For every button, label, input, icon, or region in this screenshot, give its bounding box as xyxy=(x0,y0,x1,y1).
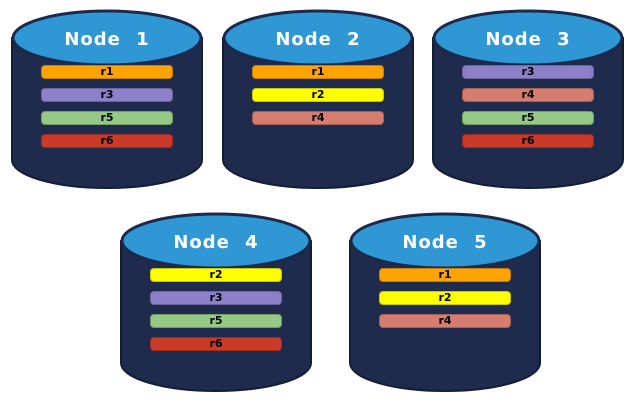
replica-list: r1 r2 r4 xyxy=(379,268,511,328)
replica-bar-r4: r4 xyxy=(379,314,511,328)
node-3: Node 3 r3 r4 r5 r6 xyxy=(431,8,625,192)
node-4: Node 4 r2 r3 r5 r6 xyxy=(119,211,313,395)
replica-bar-r5: r5 xyxy=(150,314,282,328)
replica-bar-r2: r2 xyxy=(150,268,282,282)
replica-list: r1 r2 r4 xyxy=(252,65,384,125)
node-1: Node 1 r1 r3 r5 r6 xyxy=(10,8,204,192)
replica-bar-r6: r6 xyxy=(41,134,173,148)
replica-bar-r5: r5 xyxy=(41,111,173,125)
replica-list: r3 r4 r5 r6 xyxy=(462,65,594,148)
replica-bar-r5: r5 xyxy=(462,111,594,125)
replica-bar-r3: r3 xyxy=(150,291,282,305)
node-2: Node 2 r1 r2 r4 xyxy=(221,8,415,192)
node-5: Node 5 r1 r2 r4 xyxy=(348,211,542,395)
replica-list: r1 r3 r5 r6 xyxy=(41,65,173,148)
replica-bar-r2: r2 xyxy=(379,291,511,305)
replica-bar-r3: r3 xyxy=(41,88,173,102)
node-title: Node 2 xyxy=(275,28,361,50)
replica-bar-r6: r6 xyxy=(462,134,594,148)
replica-bar-r6: r6 xyxy=(150,337,282,351)
replica-bar-r1: r1 xyxy=(41,65,173,79)
node-title: Node 5 xyxy=(402,231,488,253)
replica-bar-r4: r4 xyxy=(462,88,594,102)
replica-bar-r4: r4 xyxy=(252,111,384,125)
replica-list: r2 r3 r5 r6 xyxy=(150,268,282,351)
replica-bar-r1: r1 xyxy=(252,65,384,79)
replica-bar-r2: r2 xyxy=(252,88,384,102)
replica-bar-r3: r3 xyxy=(462,65,594,79)
node-title: Node 3 xyxy=(485,28,571,50)
node-title: Node 4 xyxy=(173,231,259,253)
replica-bar-r1: r1 xyxy=(379,268,511,282)
node-title: Node 1 xyxy=(64,28,150,50)
